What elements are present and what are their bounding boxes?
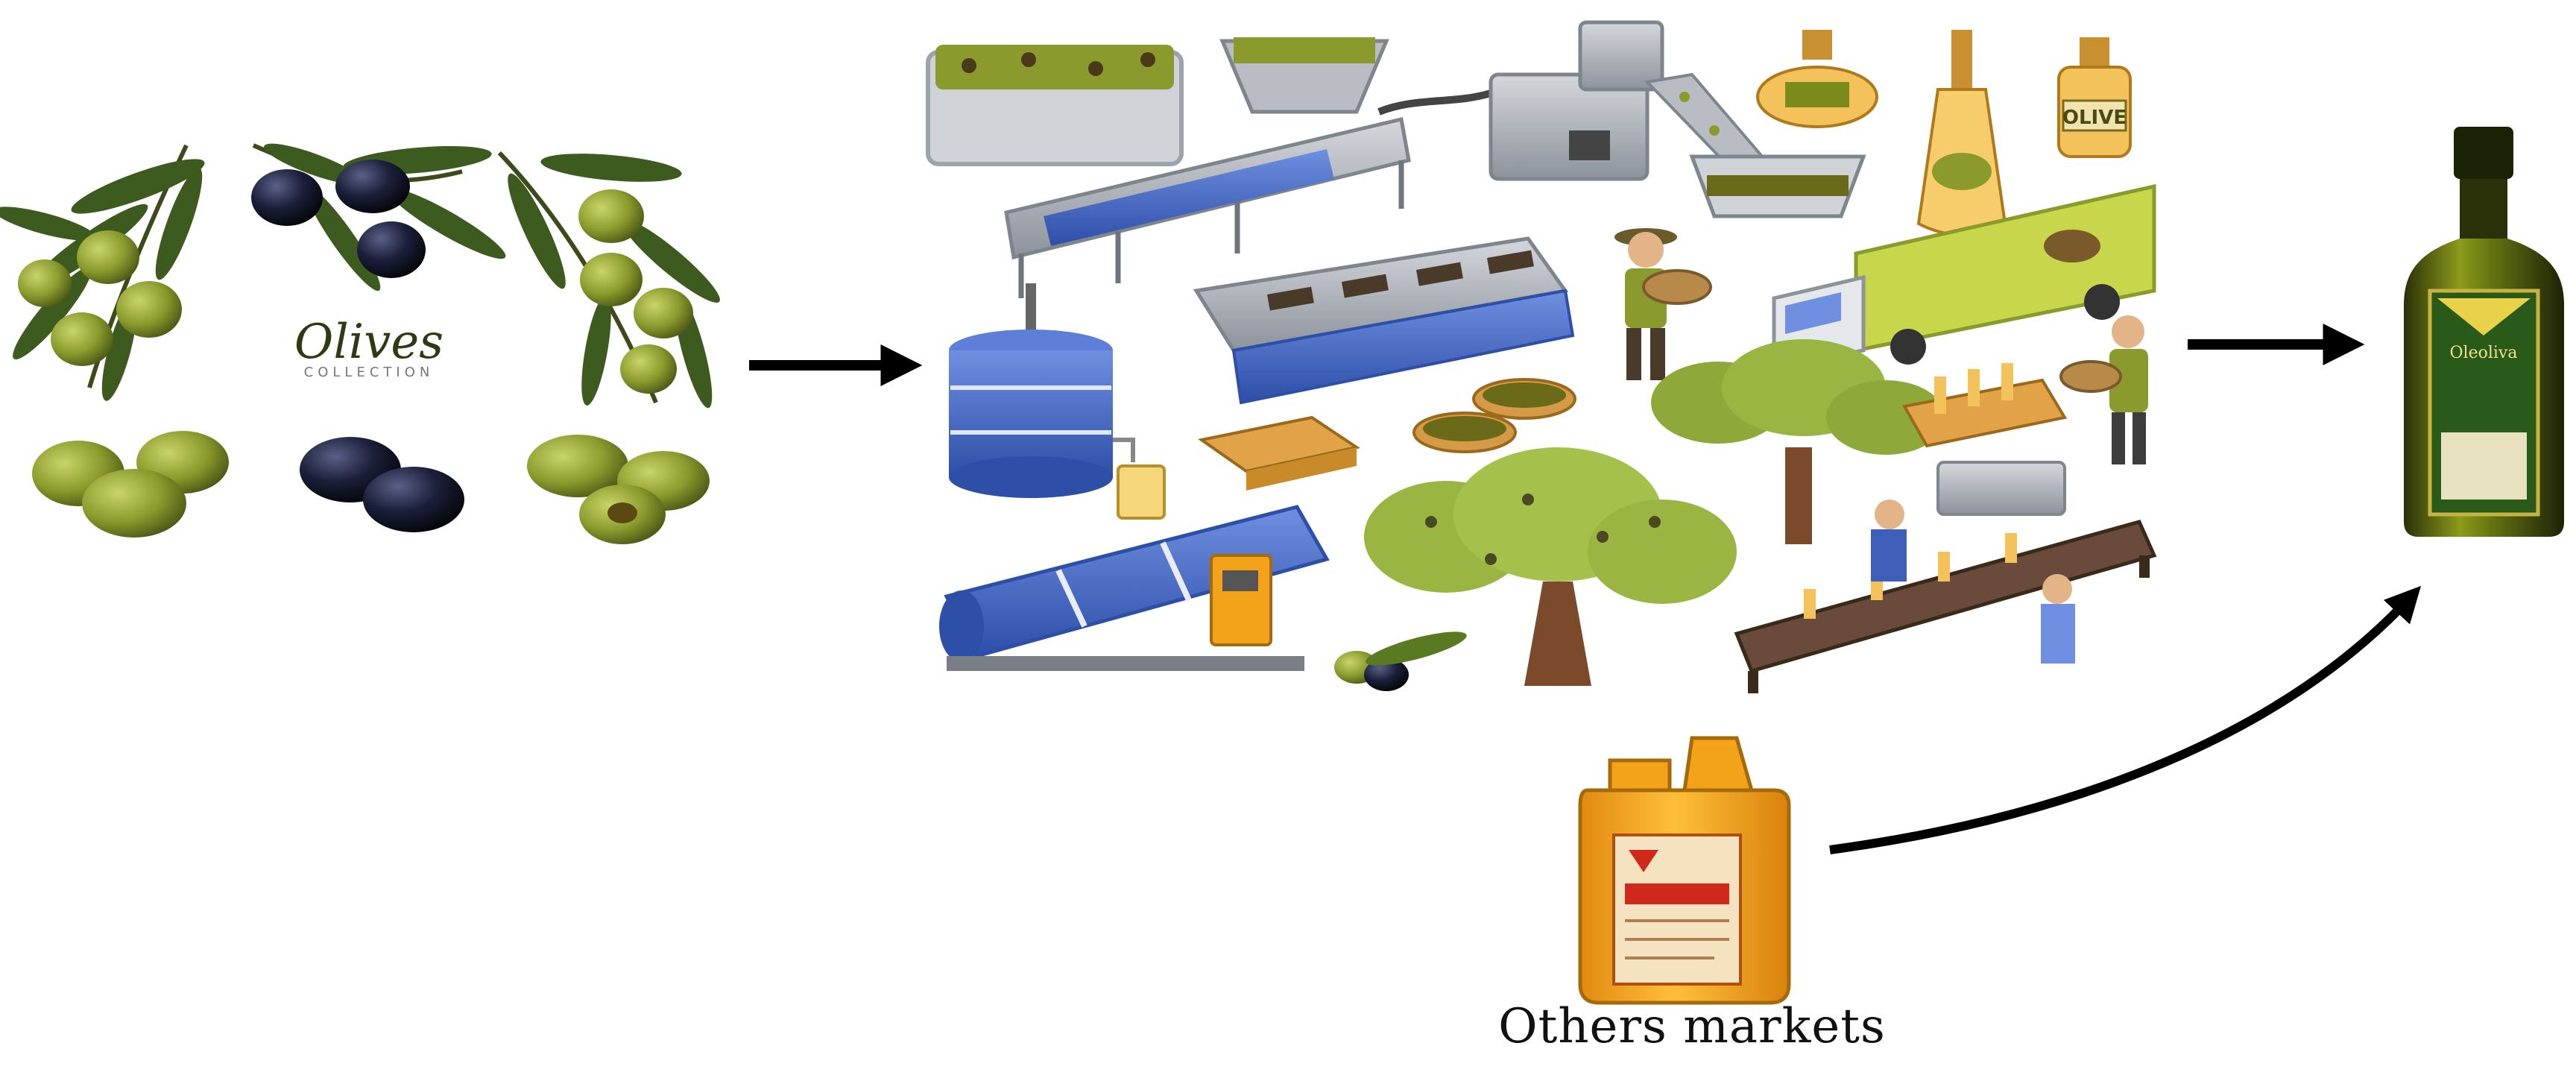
others-markets-caption: Others markets — [1498, 999, 1886, 1054]
hydraulic-press-icon — [949, 283, 1166, 520]
dark-olive-branch-icon — [251, 143, 506, 292]
loose-green-olives-icon — [32, 431, 229, 538]
loose-dark-olives-icon — [300, 437, 464, 532]
arrow-others-markets-to-bottle — [1829, 585, 2422, 854]
pitted-olives-icon — [527, 435, 710, 544]
green-olive-branch-right-icon — [497, 151, 720, 409]
processing-panel: OLIVE — [926, 20, 2157, 693]
bottle-crate-icon — [1901, 363, 2068, 448]
worker-with-basket-icon — [2059, 315, 2148, 464]
olive-sprig-icon — [1334, 631, 1467, 691]
olive-tree-small-icon — [1651, 339, 1945, 544]
bottling-line-icon — [1734, 461, 2157, 693]
oil-bottles-icon: OLIVE — [1756, 30, 2132, 236]
harvest-crate-icon — [926, 45, 1184, 166]
washing-tanks-icon — [1193, 236, 1575, 405]
farmer-with-basket-icon — [1614, 228, 1712, 380]
olive-oil-bottle-icon: Oleoliva — [2404, 127, 2564, 537]
bottle-label-text: OLIVE — [2062, 107, 2127, 129]
decanter-centrifuge-icon — [939, 505, 1330, 671]
jerrycan-icon — [1578, 736, 1791, 1005]
sorting-conveyor-icon — [1004, 37, 1492, 298]
olive-tree-large-icon — [1364, 447, 1737, 686]
olives-collection-panel: Olives COLLECTION — [0, 143, 720, 544]
green-olive-branch-icon — [0, 144, 205, 401]
bottle-brand-text: Oleoliva — [2450, 344, 2518, 362]
olives-logo-subtext: COLLECTION — [304, 365, 435, 380]
olives-logo-text: Olives — [294, 315, 443, 370]
olive-trays-icon — [1198, 378, 1576, 491]
oil-mill-machine-icon — [1489, 20, 1866, 218]
